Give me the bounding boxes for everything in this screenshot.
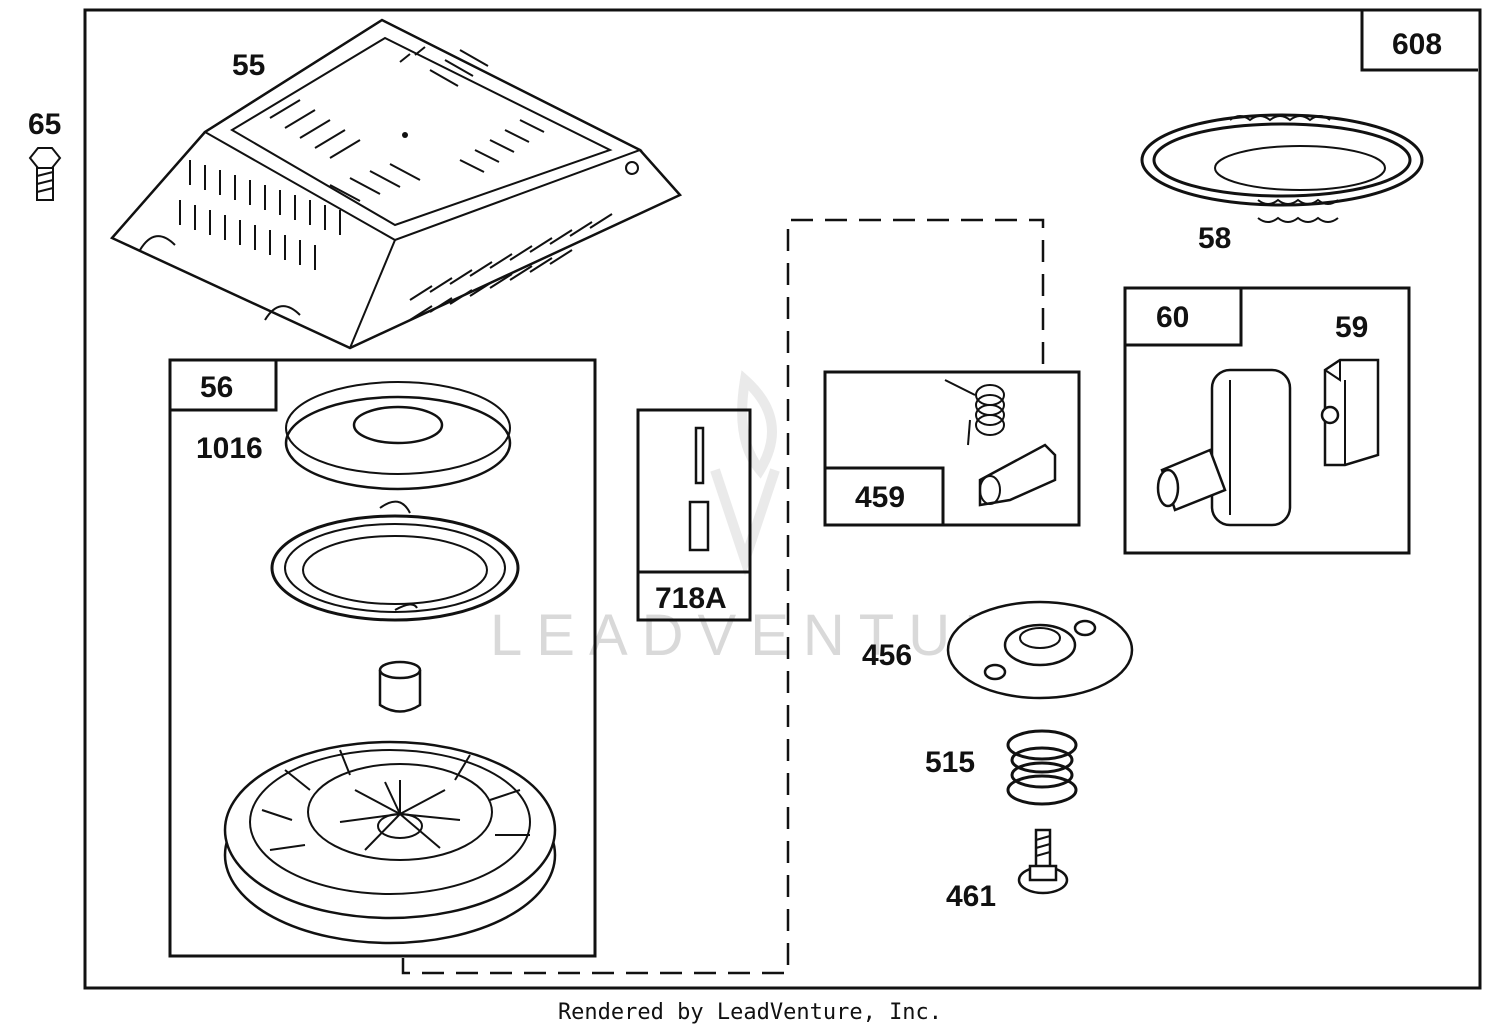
pawl (978, 443, 1057, 507)
shroud-vents (179, 46, 613, 321)
pulley-spokes (261, 749, 530, 851)
part-718a-label: 718A (655, 582, 727, 615)
part-55-shroud[interactable]: 55 (109, 18, 683, 350)
starter-handle (1156, 368, 1292, 527)
part-56-label: 56 (200, 371, 233, 404)
pawl-spring (944, 379, 1005, 446)
starter-pulley[interactable] (223, 740, 557, 945)
part-515-label: 515 (925, 746, 975, 779)
part-55-label: 55 (232, 49, 265, 82)
part-456-cup[interactable]: 456 (862, 600, 1134, 700)
part-608-box[interactable]: 608 (1360, 10, 1478, 72)
part-461-label: 461 (946, 880, 996, 913)
part-1016-washer[interactable]: 1016 (196, 381, 512, 491)
part-461-screw[interactable]: 461 (946, 828, 1069, 913)
part-1016-label: 1016 (196, 432, 263, 465)
footer-credit: Rendered by LeadVenture, Inc. (557, 1000, 943, 1025)
part-459-box[interactable]: 459 (823, 370, 1081, 527)
part-515-spring[interactable]: 515 (925, 729, 1078, 806)
part-59-insert[interactable]: 59 (1320, 311, 1380, 467)
part-718a-box[interactable]: 718A (636, 408, 752, 622)
part-65-label: 65 (28, 108, 61, 141)
part-459-label: 459 (855, 481, 905, 514)
watermark-logo (710, 370, 780, 576)
part-56-box[interactable]: 56 (168, 358, 597, 958)
part-58-label: 58 (1198, 222, 1231, 255)
part-456-label: 456 (862, 639, 912, 672)
part-608-label: 608 (1392, 28, 1442, 61)
part-65-bolt[interactable]: 65 (28, 108, 61, 201)
part-60-box[interactable]: 60 (1123, 286, 1411, 555)
pulley-pin[interactable] (378, 660, 422, 713)
diagram-frame (83, 8, 1482, 990)
recoil-spring[interactable] (270, 500, 520, 622)
part-58-rope[interactable]: 58 (1140, 113, 1424, 255)
connector-dashed (401, 218, 1045, 975)
part-59-label: 59 (1335, 311, 1368, 344)
part-60-label: 60 (1156, 301, 1189, 334)
